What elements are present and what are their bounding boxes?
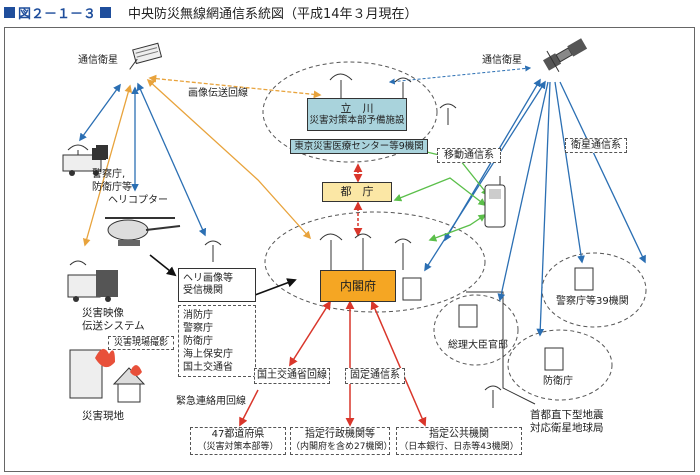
mobile-phone-icon (484, 176, 506, 228)
figure-title: 中央防災無線網通信系統図（平成14年３月現在） (128, 6, 418, 22)
link-cabinet-mlit (289, 300, 331, 367)
pm-residence-label: 総理大臣官邸 (448, 340, 508, 351)
satellite-right-icon (543, 38, 588, 73)
link-mobile-cabinet (428, 214, 487, 242)
sat-left-label: 通信衛星 (78, 55, 118, 66)
helicopter-icon (105, 217, 181, 246)
agency-list: 消防庁 警察庁 防衛庁 海上保安庁 国土交通省 (178, 305, 256, 377)
mlit-line-label: 国土交通省回線 (254, 368, 330, 384)
metro-bracket-line (466, 291, 536, 405)
link-satright-tachikawa (388, 65, 532, 85)
link-satright-pm (497, 81, 549, 302)
tachikawa-sub: 災害対策本部予備施設 (309, 114, 405, 126)
agency-item: 消防庁 (183, 309, 213, 321)
arrow-recv-cabinet (254, 278, 297, 296)
link-mobile-tocho (393, 177, 487, 206)
header-square-icon (4, 6, 15, 18)
agency-item: 防衛庁 (183, 335, 213, 347)
link-sat-disaster-video (82, 84, 133, 247)
header-square-icon-2 (100, 6, 112, 18)
video-truck-icon (67, 260, 118, 302)
npa39-label: 警察庁等39機関 (556, 296, 629, 307)
disaster-shoot-label: 災害現場撮影 (108, 336, 174, 350)
disaster-video-2: 伝送システム (82, 320, 145, 332)
defense-label: 防衛庁 (543, 376, 573, 387)
emergency-line-label: 緊急連絡用回線 (176, 396, 246, 407)
tocho-box: 都 庁 (322, 182, 392, 202)
metro-quake-1: 首都直下型地震 (530, 409, 604, 421)
antenna-icon (67, 73, 502, 408)
burning-building-icon (69, 348, 115, 399)
heli-label-3: ヘリコプター (108, 195, 168, 206)
link-satright-npa (554, 81, 585, 264)
heli-label-1: 警察庁, (92, 169, 126, 180)
pref-title: 47都道府県 (211, 429, 265, 440)
prefecture-box: 47都道府県 （災害対策本部等） (190, 427, 286, 455)
pm-ellipse (433, 294, 519, 366)
agency-item: 警察庁 (183, 322, 213, 334)
tachikawa-name: 立 川 (340, 101, 374, 115)
heli-recv-box: ヘリ画像等 受信機関 (178, 268, 256, 302)
heli-recv-2: 受信機関 (183, 285, 223, 296)
sat-right-label: 通信衛星 (482, 55, 522, 66)
link-sat-heli-recv (136, 82, 207, 237)
gov-title: 指定行政機関等 (305, 429, 375, 440)
agency-item: 国土交通省 (183, 361, 233, 373)
disaster-video-1: 災害映像 (82, 307, 124, 319)
link-satright-npa2 (559, 81, 646, 264)
pref-sub: （災害対策本部等） (197, 442, 279, 452)
link-satright-defense (536, 81, 551, 337)
metro-quake-2: 対応衛星地球局 (530, 422, 604, 434)
figure-number: 図２－１－３ (18, 6, 97, 22)
heli-recv-1: ヘリ画像等 (183, 273, 233, 284)
img-line-label: 画像伝送回線 (188, 88, 248, 99)
defense-ellipse (507, 329, 613, 401)
link-cabinet-public (370, 300, 427, 427)
figure-header: 図２－１－３ 中央防災無線網通信系統図（平成14年３月現在） (4, 2, 418, 22)
disaster-site-label: 災害現地 (82, 410, 124, 422)
arrow-heli-recv (149, 254, 177, 277)
building-icon (402, 267, 594, 371)
tokyo-medical-box: 東京災害医療センター等9機関 (290, 139, 428, 154)
npa-ellipse (541, 252, 647, 328)
fixed-comm-label: 固定通信系 (345, 368, 405, 384)
agency-item: 海上保安庁 (183, 348, 233, 360)
cabinet-box: 内閣府 (320, 270, 396, 302)
burning-house-icon (112, 365, 146, 403)
public-title: 指定公共機関 (429, 429, 489, 440)
satellite-left-icon (129, 42, 163, 70)
link-sat-cabinet-orange (146, 78, 312, 240)
diagram-frame (4, 27, 695, 472)
person-icon (96, 145, 108, 159)
link-mlit-pref (239, 389, 259, 427)
gov-sub: （内閣府を含め27機関） (291, 442, 393, 452)
gov-agency-box: 指定行政機関等 （内閣府を含め27機関） (290, 427, 393, 455)
public-agency-box: 指定公共機関 （日本銀行、日赤等43機関） (396, 427, 522, 455)
tachikawa-box: 立 川 災害対策本部予備施設 (307, 98, 407, 131)
link-sat-truck (79, 83, 121, 142)
mobile-comm-label: 移動通信系 (437, 148, 501, 163)
heli-label-2: 防衛庁等 (92, 182, 132, 193)
sat-comm-label: 衛星通信系 (565, 138, 627, 153)
public-sub: （日本銀行、日赤等43機関） (399, 442, 519, 452)
